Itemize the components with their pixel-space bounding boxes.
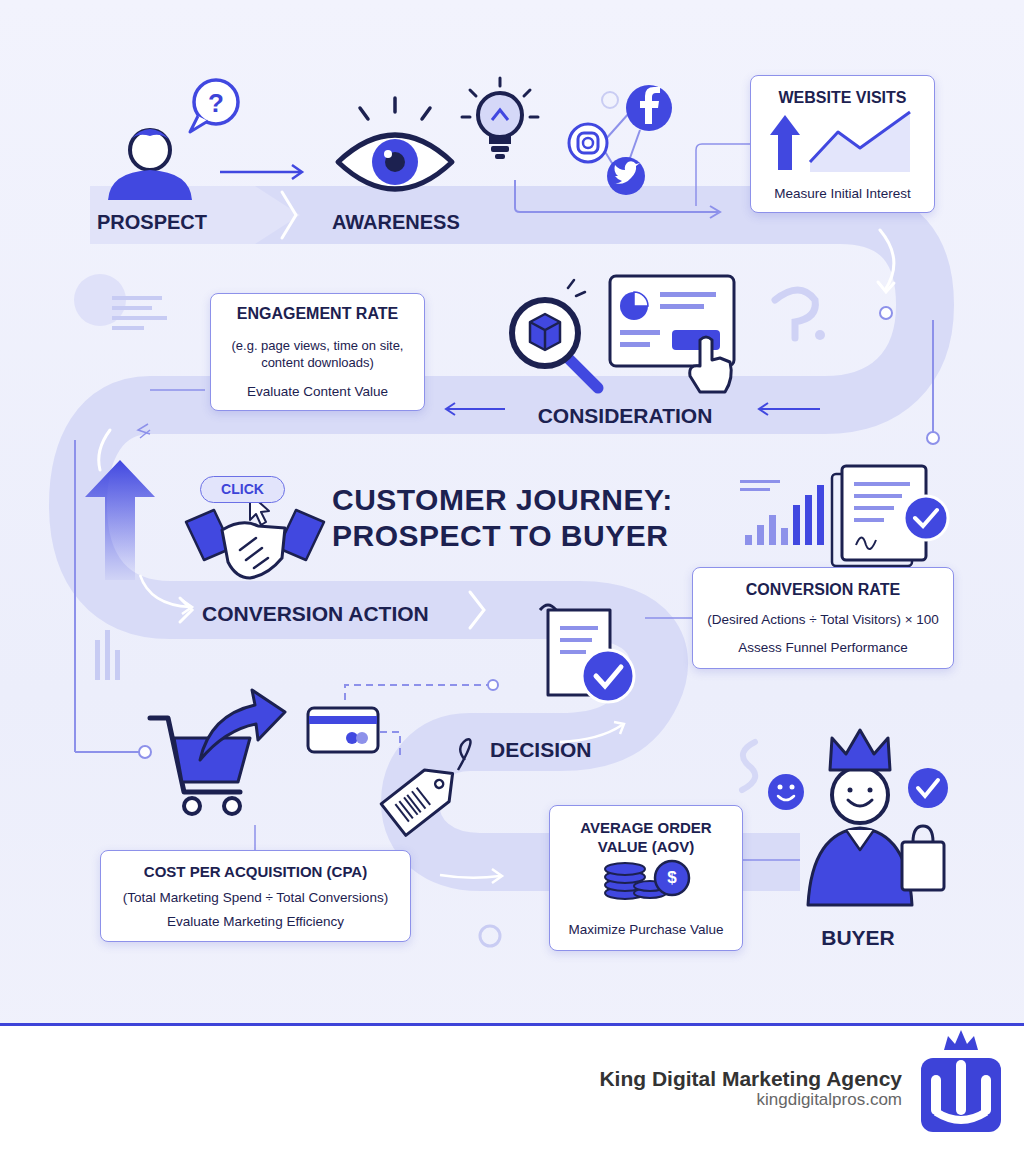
box-heading: CONVERSION RATE xyxy=(746,580,900,599)
metric-box: ENGAGEMENT RATE (e.g. page views, time on… xyxy=(210,293,425,411)
leader-line xyxy=(515,180,720,218)
box-text: (Desired Actions ÷ Total Visitors) × 100 xyxy=(707,612,939,628)
speech-tail xyxy=(190,116,208,132)
flow-arrow xyxy=(220,165,302,179)
leader-line xyxy=(696,144,750,206)
box-heading: WEBSITE VISITS xyxy=(778,88,906,107)
box-heading: COST PER ACQUISITION (CPA) xyxy=(144,863,367,881)
metric-box: CONVERSION RATE (Desired Actions ÷ Total … xyxy=(692,567,954,669)
footer-band xyxy=(0,1025,1024,1154)
stage-label: AWARENESS xyxy=(332,210,532,234)
metric-box: COST PER ACQUISITION (CPA) (Total Marketi… xyxy=(100,850,411,942)
leader-line xyxy=(75,390,205,758)
eye-icon xyxy=(338,98,452,189)
scroll-icon xyxy=(540,605,634,702)
document-icon xyxy=(832,466,948,566)
footer-brand: King Digital Marketing Agency xyxy=(560,1066,902,1091)
stage-label: CONVERSION ACTION xyxy=(202,601,482,626)
magnifier-icon xyxy=(512,280,598,388)
stage-label: PROSPECT xyxy=(70,210,234,234)
smiley-icon xyxy=(768,774,804,810)
credit-card-icon xyxy=(308,708,378,752)
social-icons xyxy=(569,85,672,195)
buyer-person xyxy=(808,730,944,905)
deco-circle xyxy=(480,926,500,946)
logo-icon xyxy=(921,1030,1001,1132)
journey-band xyxy=(78,215,925,862)
price-tag-icon xyxy=(381,758,465,836)
box-text: Evaluate Content Value xyxy=(247,384,388,400)
box-heading: CLICK xyxy=(221,481,264,498)
metric-box: AVERAGE ORDER VALUE (AOV) Maximize Purcha… xyxy=(549,805,743,951)
coin-symbol: $ xyxy=(662,868,682,888)
box-text: (Total Marketing Spend ÷ Total Conversio… xyxy=(123,890,388,906)
band-chevrons xyxy=(99,192,894,628)
shopping-cart-icon xyxy=(150,690,285,814)
leader-line xyxy=(880,307,939,444)
leader-line xyxy=(140,575,192,614)
prospect-person xyxy=(108,129,192,200)
leader-line xyxy=(440,869,502,883)
box-text: Maximize Purchase Value xyxy=(568,922,723,938)
box-text: Measure Initial Interest xyxy=(774,186,911,202)
up-arrow xyxy=(85,460,155,580)
box-text: (e.g. page views, time on site, content … xyxy=(221,337,414,371)
handshake-icon xyxy=(186,510,324,578)
tag-string xyxy=(458,739,471,770)
leader-line xyxy=(743,859,800,861)
stage-label: BUYER xyxy=(800,925,916,950)
metric-box: WEBSITE VISITS Measure Initial Interest xyxy=(750,75,935,213)
click-button: CLICK xyxy=(200,476,285,503)
check-icon xyxy=(908,768,948,808)
leader-line xyxy=(254,825,256,851)
dashboard-icon xyxy=(610,276,734,392)
diagram-title: CUSTOMER JOURNEY: PROSPECT TO BUYER xyxy=(332,482,712,554)
deco-dot xyxy=(815,330,825,340)
leader-line xyxy=(759,403,820,415)
lightbulb-icon xyxy=(462,78,538,159)
bar-chart xyxy=(740,480,824,545)
leader-line xyxy=(645,617,692,619)
footer-url: kingdigitalpros.com xyxy=(640,1090,902,1110)
box-heading: AVERAGE ORDER VALUE (AOV) xyxy=(562,818,730,856)
question-mark: ? xyxy=(196,88,236,119)
footer-rule xyxy=(0,1023,1024,1026)
box-heading: ENGAGEMENT RATE xyxy=(237,304,398,323)
deco-question xyxy=(775,290,815,338)
stage-label: CONSIDERATION xyxy=(520,403,730,428)
leader-line xyxy=(446,403,505,415)
deco-circle xyxy=(602,92,618,108)
stage-label: DECISION xyxy=(490,737,630,762)
deco-s xyxy=(742,742,755,790)
box-text: Evaluate Marketing Efficiency xyxy=(167,914,344,930)
box-text: Assess Funnel Performance xyxy=(738,640,908,656)
